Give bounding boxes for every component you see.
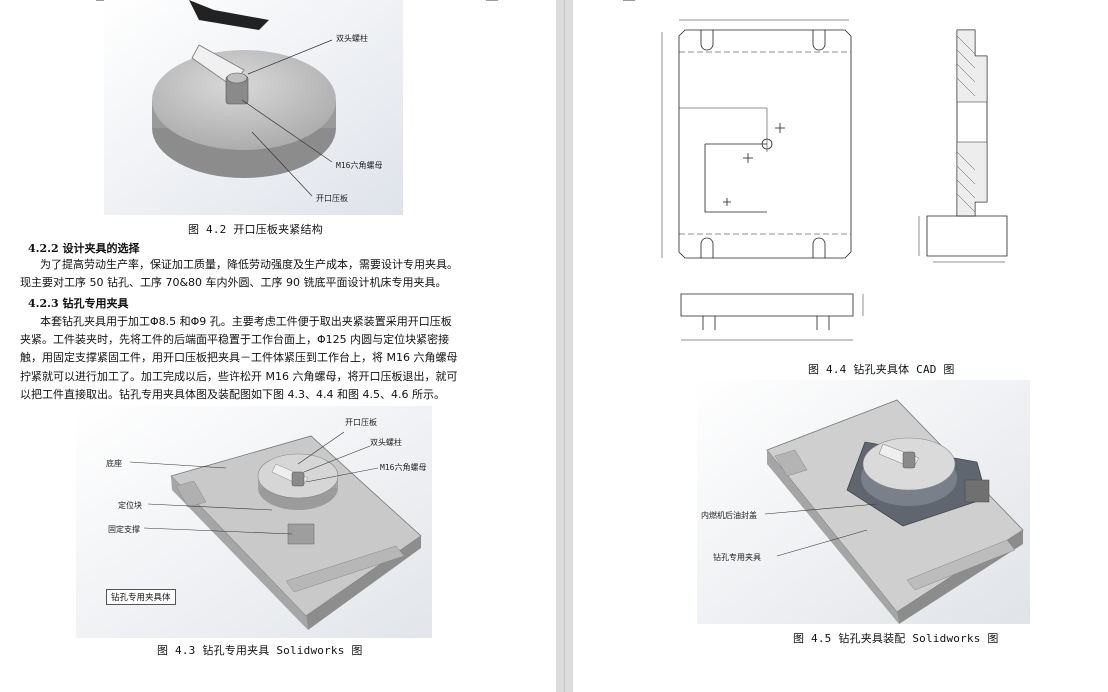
section-4-2-3-line: 拧紧就可以进行加工了。加工完成以后，些许松开 M16 六角螺母，将开口压板退出，… xyxy=(20,370,458,383)
section-4-2-3-heading: 4.2.3 钻孔专用夹具 xyxy=(28,297,129,310)
callout-stud: 双头螺柱 xyxy=(370,438,402,447)
figure-4-3-caption: 图 4.3 钻孔专用夹具 Solidworks 图 xyxy=(157,644,363,657)
page-corner-mark xyxy=(486,0,498,1)
figure-4-4-caption: 图 4.4 钻孔夹具体 CAD 图 xyxy=(808,363,955,376)
callout-drill-fixture: 钻孔专用夹具 xyxy=(713,553,761,562)
callout-oil-seal-cover: 内燃机后油封盖 xyxy=(701,511,757,520)
callout-m16-nut: M16六角螺母 xyxy=(380,463,427,472)
callout-open-plate: 开口压板 xyxy=(316,194,348,203)
fixture-body-label-box: 钻孔专用夹具体 xyxy=(106,589,176,605)
section-4-2-2-line: 为了提高劳动生产率，保证加工质量，降低劳动强度及生产成本，需要设计专用夹具。 xyxy=(40,258,458,271)
figure-4-2-open-plate-clamp xyxy=(104,0,403,215)
section-4-2-3-line: 夹紧。工件装夹时，先将工件的后端面平稳置于工作台面上，Φ125 内圆与定位块紧密… xyxy=(20,333,450,346)
callout-open-plate: 开口压板 xyxy=(345,418,377,427)
callout-m16-nut: M16六角螺母 xyxy=(336,161,383,170)
figure-4-5-assembly xyxy=(697,380,1030,624)
section-4-2-2-heading: 4.2.2 设计夹具的选择 xyxy=(28,242,140,255)
page-gap xyxy=(556,0,573,692)
section-4-2-2-line: 现主要对工序 50 钻孔、工序 70&80 车内外圆、工序 90 铣底平面设计机… xyxy=(20,276,447,289)
page-corner-mark xyxy=(96,0,108,1)
callout-base: 底座 xyxy=(106,459,122,468)
document-page-right: 图 4.4 钻孔夹具体 CAD 图 内燃机后油封盖 钻孔专用夹具 图 4.5 钻… xyxy=(573,0,1108,692)
section-4-2-3-line: 本套钻孔夹具用于加工Φ8.5 和Φ9 孔。主要考虑工件便于取出夹紧装置采用开口压… xyxy=(40,315,452,328)
figure-4-5-caption: 图 4.5 钻孔夹具装配 Solidworks 图 xyxy=(793,632,999,645)
section-4-2-3-line: 以把工件直接取出。钻孔专用夹具体图及装配图如下图 4.3、4.4 和图 4.5、… xyxy=(20,388,445,401)
document-page-left: 双头螺柱 M16六角螺母 开口压板 图 4.2 开口压板夹紧结构 4.2.2 设… xyxy=(0,0,556,692)
figure-4-2-caption: 图 4.2 开口压板夹紧结构 xyxy=(188,223,323,236)
figure-4-4-cad-drawing xyxy=(661,19,1008,341)
callout-fixed-support: 固定支撑 xyxy=(108,525,140,534)
figure-4-3-drill-fixture-body xyxy=(76,406,432,638)
callout-stud: 双头螺柱 xyxy=(336,34,368,43)
section-4-2-3-line: 触，用固定支撑紧固工件，用开口压板把夹具－工件体紧压到工作台上，将 M16 六角… xyxy=(20,351,458,364)
page-corner-mark xyxy=(623,0,635,1)
callout-locator: 定位块 xyxy=(118,501,142,510)
